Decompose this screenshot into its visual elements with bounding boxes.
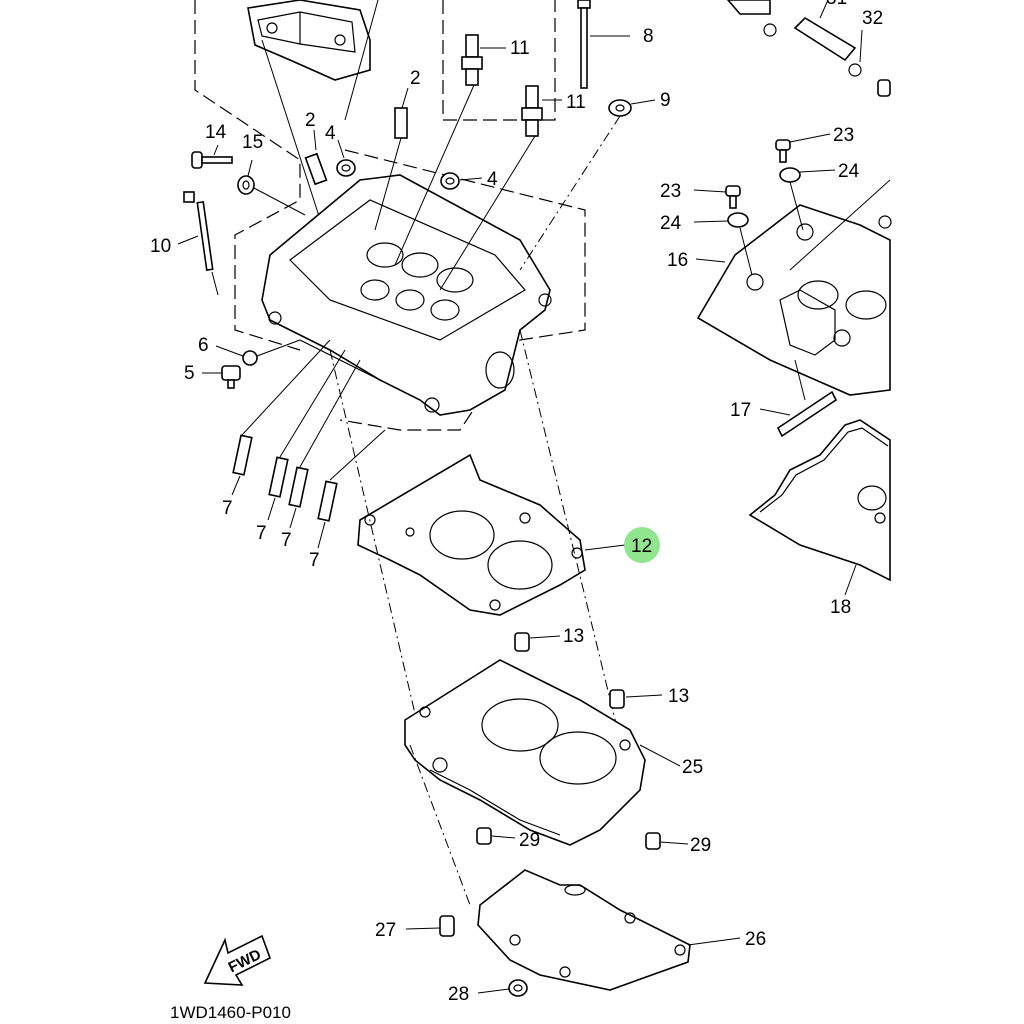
cover-bolt-2 (725, 185, 741, 209)
callout-23-lower[interactable]: 23 (660, 181, 681, 202)
cover-bracket (776, 390, 838, 438)
head-group-outline (339, 149, 586, 431)
callout-26[interactable]: 26 (745, 929, 766, 950)
spark-plug-2 (521, 85, 543, 137)
rocker-group-outline (194, 0, 301, 351)
callout-4-right[interactable]: 4 (487, 169, 498, 190)
drawing-code: 1WD1460-P010 (170, 1003, 291, 1022)
callout-2-right[interactable]: 2 (410, 68, 421, 89)
flange-bolt (221, 365, 241, 389)
callout-9[interactable]: 9 (660, 90, 671, 111)
cover-grommet-2 (727, 212, 749, 228)
cylinder-head (261, 174, 552, 416)
breather-hose (726, 0, 891, 97)
stud-bolt-4 (317, 480, 338, 522)
callout-4-left[interactable]: 4 (325, 123, 336, 144)
callout-24-lower[interactable]: 24 (660, 213, 682, 234)
cylinder-block (404, 659, 646, 846)
forward-direction-arrow: FWD (203, 934, 271, 986)
stud-bolt-2 (268, 456, 289, 498)
callout-7-a[interactable]: 7 (222, 498, 233, 519)
callout-13-upper[interactable]: 13 (563, 626, 584, 647)
stud-bolt-3 (288, 466, 309, 508)
selected-part-highlight (624, 527, 660, 563)
callout-8[interactable]: 8 (643, 26, 654, 47)
cylinder-head-cover (696, 204, 892, 396)
washer (608, 99, 632, 117)
callout-13-lower[interactable]: 13 (668, 686, 689, 707)
callout-23-upper[interactable]: 23 (833, 125, 854, 146)
cylinder-head-cover-gasket (748, 419, 891, 582)
long-bolt (183, 191, 214, 271)
dowel-pin-2 (609, 689, 625, 709)
stud-bolt-1 (232, 434, 253, 476)
spark-plug-group-outline (442, 0, 556, 121)
callout-11-lower[interactable]: 11 (566, 92, 586, 113)
callout-12[interactable]: 12 (631, 536, 652, 557)
callout-29-left[interactable]: 29 (519, 830, 540, 851)
callout-29-right[interactable]: 29 (690, 835, 711, 856)
copper-washer (237, 175, 255, 195)
cylinder-head-gasket (357, 453, 586, 616)
valve-guide-1 (394, 107, 408, 139)
dowel-pin-4 (645, 832, 661, 850)
callout-11-upper[interactable]: 11 (510, 38, 530, 59)
callout-5[interactable]: 5 (184, 363, 195, 384)
head-bolt (577, 0, 591, 89)
callout-10[interactable]: 10 (150, 236, 171, 257)
cam-cap-assembly (247, 0, 371, 81)
cylinder-base-gasket (477, 869, 691, 991)
valve-seal-2 (440, 172, 460, 190)
callout-7-c[interactable]: 7 (281, 530, 292, 551)
callout-28[interactable]: 28 (448, 984, 469, 1005)
callout-24-upper[interactable]: 24 (838, 161, 860, 182)
cover-grommet-1 (779, 167, 801, 183)
callout-31[interactable]: 31 (826, 0, 847, 9)
oil-bolt (191, 151, 233, 169)
callout-18[interactable]: 18 (830, 597, 851, 618)
callout-7-d[interactable]: 7 (309, 550, 320, 571)
callout-16[interactable]: 16 (667, 250, 688, 271)
cover-bolt-1 (775, 139, 791, 163)
dowel-pin-3 (476, 827, 492, 845)
callout-2-left[interactable]: 2 (305, 110, 316, 131)
valve-guide-2 (304, 152, 328, 186)
callout-7-b[interactable]: 7 (256, 523, 267, 544)
valve-seal-1 (336, 159, 356, 177)
callout-27[interactable]: 27 (375, 920, 396, 941)
callout-15[interactable]: 15 (242, 132, 263, 153)
callout-14[interactable]: 14 (205, 122, 227, 143)
callout-17[interactable]: 17 (730, 400, 751, 421)
callout-25[interactable]: 25 (682, 757, 703, 778)
small-washer (242, 350, 258, 366)
o-ring-28 (508, 979, 528, 997)
spark-plug-1 (461, 34, 483, 86)
callout-32[interactable]: 32 (862, 8, 883, 29)
callout-6[interactable]: 6 (198, 335, 209, 356)
dowel-pin-1 (514, 632, 530, 652)
collar-27 (439, 915, 455, 937)
